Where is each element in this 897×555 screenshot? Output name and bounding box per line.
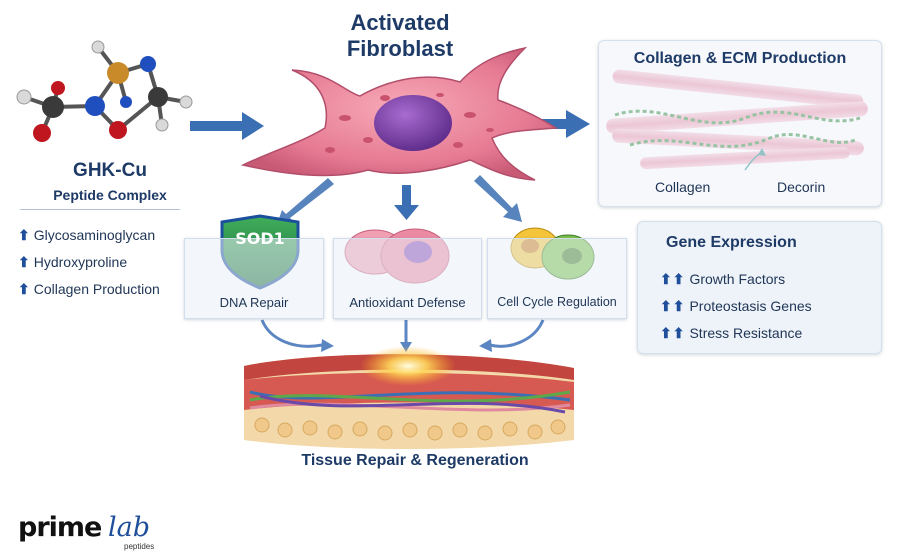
peptide-subtitle: Peptide Complex bbox=[53, 187, 167, 203]
up-arrow-icon: ⬆ bbox=[18, 254, 30, 270]
tissue-cross-section bbox=[244, 346, 574, 449]
logo-word-lab: lab bbox=[108, 512, 151, 543]
dna-repair-label: DNA Repair bbox=[219, 295, 289, 310]
center-title: Activated Fibroblast bbox=[346, 10, 454, 61]
arrow-peptide-to-cell bbox=[190, 112, 264, 140]
arrow-cell-right bbox=[474, 175, 522, 222]
double-up-arrow-icon: ⬆⬆ bbox=[660, 298, 686, 314]
tissue-title: Tissue Repair & Regeneration bbox=[301, 452, 529, 469]
gene-item: ⬆⬆Stress Resistance bbox=[660, 325, 803, 341]
gene-panel-title: Gene Expression bbox=[666, 234, 797, 251]
peptide-effect: ⬆Glycosaminoglycan bbox=[18, 227, 156, 243]
double-up-arrow-icon: ⬆⬆ bbox=[660, 271, 686, 287]
peptide-effect: ⬆Hydroxyproline bbox=[18, 254, 128, 270]
gene-list: ⬆⬆Growth Factors ⬆⬆Proteostasis Genes ⬆⬆… bbox=[660, 266, 812, 347]
antioxidant-label: Antioxidant Defense bbox=[349, 295, 466, 310]
dna-repair-box: DNA Repair bbox=[184, 238, 324, 319]
up-arrow-icon: ⬆ bbox=[18, 281, 30, 297]
double-up-arrow-icon: ⬆⬆ bbox=[660, 325, 686, 341]
ghk-cu-molecule bbox=[16, 40, 193, 142]
collagen-label: Collagen bbox=[655, 179, 711, 195]
gene-item: ⬆⬆Growth Factors bbox=[660, 271, 786, 287]
logo-word-prime: prime bbox=[18, 512, 102, 543]
arrow-cell-to-ecm bbox=[530, 110, 590, 138]
ecm-panel: Collagen & ECM Production Collagen Decor… bbox=[598, 40, 882, 207]
converging-arrows bbox=[260, 319, 545, 348]
arrow-cell-left bbox=[276, 178, 334, 227]
flow-arrows bbox=[190, 110, 590, 227]
cell-cycle-label: Cell Cycle Regulation bbox=[497, 295, 617, 309]
antioxidant-box: Antioxidant Defense bbox=[333, 238, 482, 319]
peptide-name: GHK-Cu bbox=[73, 160, 147, 181]
logo-subtext: peptides bbox=[124, 542, 155, 551]
up-arrow-icon: ⬆ bbox=[18, 227, 30, 243]
arrow-cell-down bbox=[394, 185, 419, 220]
peptide-divider bbox=[20, 209, 180, 210]
sod1-badge-text: SOD1 bbox=[235, 229, 285, 248]
peptide-effect: ⬆Collagen Production bbox=[18, 281, 160, 297]
decorin-label: Decorin bbox=[777, 179, 826, 195]
gene-item: ⬆⬆Proteostasis Genes bbox=[660, 298, 812, 314]
primelab-logo: prime lab peptides bbox=[18, 512, 178, 552]
peptide-effects-list: ⬆Glycosaminoglycan ⬆Hydroxyproline ⬆Coll… bbox=[18, 222, 198, 303]
ecm-panel-title: Collagen & ECM Production bbox=[633, 50, 847, 67]
cell-cycle-box: Cell Cycle Regulation bbox=[487, 238, 627, 319]
gene-expression-panel: Gene Expression ⬆⬆Growth Factors ⬆⬆Prote… bbox=[637, 221, 882, 354]
fibroblast-cell bbox=[240, 46, 559, 181]
